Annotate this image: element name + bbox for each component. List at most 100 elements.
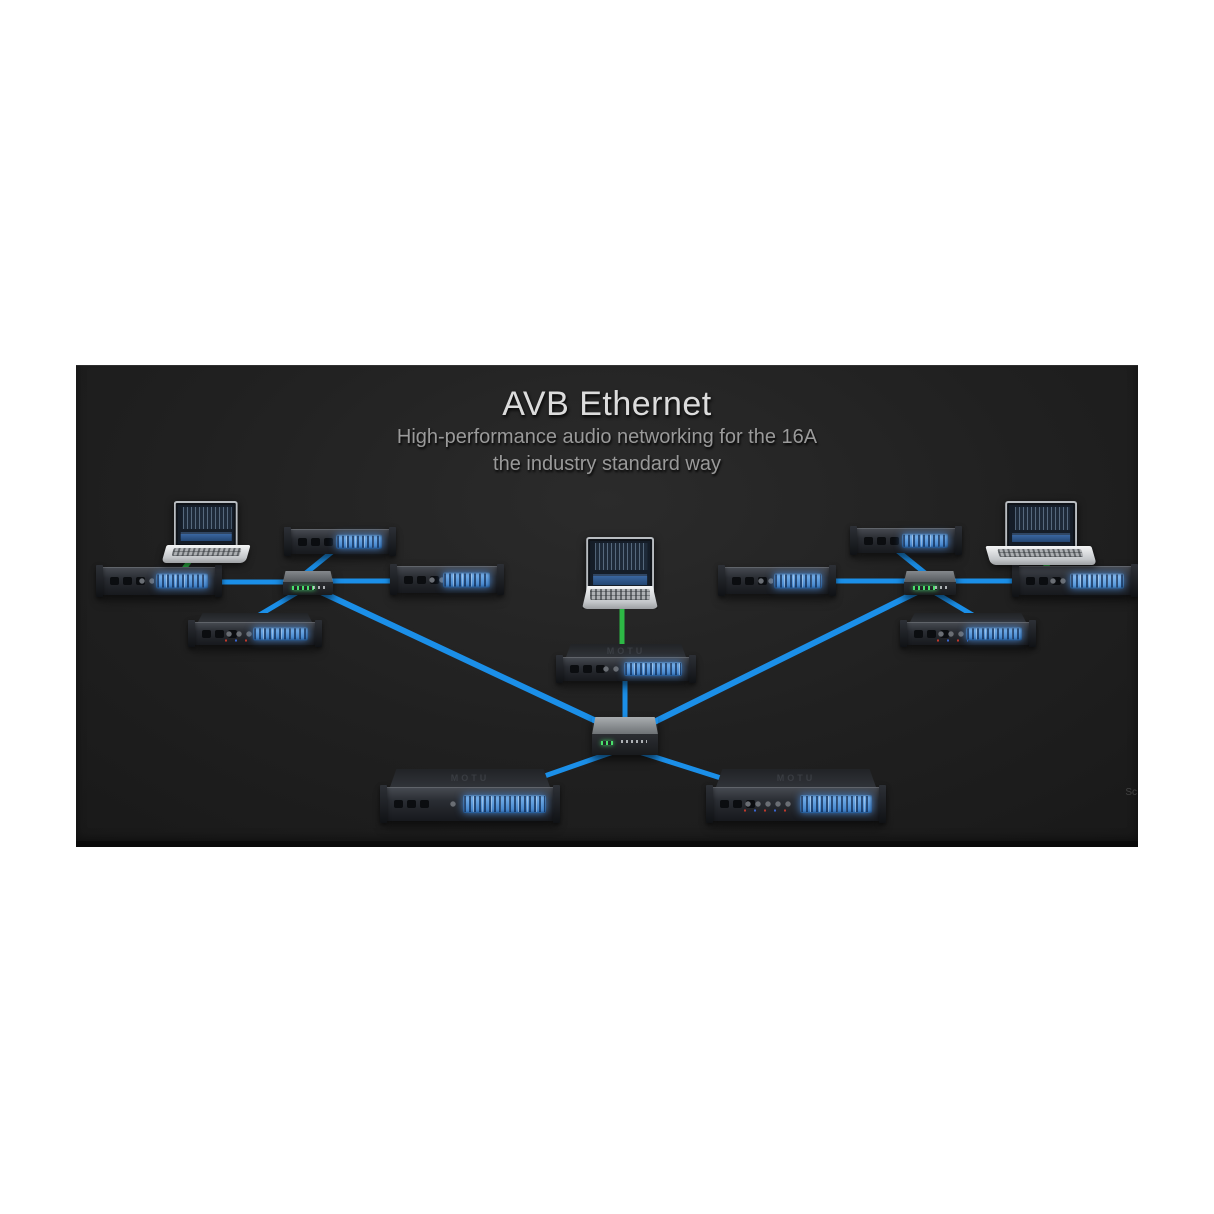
- lcd-meter-display: [463, 795, 546, 813]
- switch-top-surface: [283, 571, 333, 583]
- power-button: [914, 629, 923, 638]
- audio-interface-left-main: [96, 565, 222, 597]
- laptop-center-screen: [586, 537, 654, 593]
- lcd-meter-display: [623, 662, 682, 676]
- rack-top-surface: [198, 613, 312, 622]
- edge-watermark-fragment: Sc: [1125, 787, 1137, 798]
- rack-ear: [1012, 564, 1019, 597]
- power-button: [404, 575, 413, 584]
- audio-interface-left-right: [390, 564, 504, 595]
- power-button: [570, 665, 579, 673]
- keyboard-keys: [171, 547, 242, 556]
- power-button: [202, 629, 211, 638]
- knob-row: [937, 629, 968, 641]
- laptop-right-screen: [1005, 501, 1077, 550]
- audio-interface-left-top: [284, 527, 396, 556]
- switch-top-surface: [592, 717, 658, 735]
- keyboard-keys: [996, 549, 1084, 558]
- banner-subtitle-line2: the industry standard way: [493, 453, 721, 475]
- knob-row: [137, 576, 155, 586]
- audio-interface-right-left: [718, 565, 836, 596]
- lcd-meter-display: [443, 572, 490, 587]
- audio-interface-bottom-right: MOTU: [706, 769, 886, 823]
- laptop-center: [582, 537, 658, 609]
- lcd-meter-display: [252, 626, 308, 641]
- avb-cable-central-bottomright: [633, 748, 727, 782]
- avb-switch-left: [283, 571, 333, 595]
- switch-ports: [935, 586, 950, 590]
- laptop-left-screen: [173, 501, 239, 549]
- rack-ear: [1131, 564, 1138, 597]
- knob-row: [449, 799, 460, 809]
- power-button: [394, 800, 403, 808]
- switch-green-leds: [292, 586, 315, 591]
- lcd-meter-display: [965, 626, 1022, 641]
- rack-ear: [689, 655, 696, 683]
- lcd-meter-display: [799, 795, 872, 813]
- switch-green-leds: [601, 741, 614, 746]
- lcd-meter-display: [773, 573, 822, 588]
- laptop-right: [985, 501, 1097, 565]
- lcd-meter-display: [336, 534, 382, 549]
- avb-switch-right: [904, 571, 956, 595]
- audio-software-window: [590, 541, 650, 589]
- keyboard-keys: [589, 589, 651, 600]
- knob-row: [427, 575, 443, 584]
- audio-interface-center: MOTU: [556, 644, 696, 683]
- rack-ear: [215, 565, 222, 597]
- rack-ear: [718, 565, 725, 596]
- audio-interface-left-bottom: [188, 613, 322, 647]
- rack-ear: [497, 564, 504, 595]
- rack-ear: [829, 565, 836, 596]
- brand-embossed-label: MOTU: [776, 773, 816, 783]
- rack-ear: [188, 620, 195, 647]
- power-button: [110, 577, 119, 585]
- switch-green-leds: [913, 586, 938, 591]
- knob-row: [224, 629, 256, 641]
- avb-cable-switchR-central: [639, 588, 922, 731]
- switch-front-panel: [904, 582, 956, 595]
- laptop-center-keyboard-deck: [582, 585, 658, 609]
- knob-row: [757, 576, 773, 585]
- rack-ear: [879, 785, 886, 823]
- rack-ear: [706, 785, 713, 823]
- rack-ear: [389, 527, 396, 556]
- switch-ports: [621, 740, 648, 744]
- audio-software-window: [177, 505, 235, 545]
- rack-ear: [390, 564, 397, 595]
- audio-interface-right-bottom: [900, 613, 1036, 647]
- power-button: [1026, 576, 1035, 585]
- switch-front-panel: [592, 734, 658, 755]
- power-button: [732, 576, 741, 585]
- rack-top-surface: MOTU: [716, 769, 876, 787]
- avb-cable-r4-switchR: [931, 589, 979, 620]
- audio-interface-right-main: [1012, 564, 1138, 597]
- power-button: [298, 537, 307, 546]
- rack-ear: [96, 565, 103, 597]
- rack-top-surface: [910, 613, 1026, 622]
- rack-top-surface: MOTU: [566, 644, 686, 657]
- rack-ear: [380, 785, 387, 823]
- banner-title: AVB Ethernet: [502, 385, 712, 423]
- switch-ports: [313, 586, 327, 590]
- rack-ear: [284, 527, 291, 556]
- brand-embossed-label: MOTU: [450, 773, 490, 783]
- switch-front-panel: [283, 582, 333, 595]
- power-button: [864, 536, 873, 545]
- switch-top-surface: [904, 571, 956, 583]
- rack-ear: [553, 785, 560, 823]
- avb-ethernet-banner: AVB Ethernet High-performance audio netw…: [76, 365, 1138, 847]
- avb-cable-switchL-central: [316, 588, 614, 731]
- avb-cable-central-bottomleft: [533, 748, 619, 782]
- avb-cable-l4-switchL: [253, 589, 301, 620]
- audio-software-window: [1009, 505, 1073, 546]
- rack-ear: [900, 620, 907, 647]
- lcd-meter-display: [1069, 573, 1124, 588]
- lcd-meter-display: [902, 533, 948, 548]
- rack-ear: [955, 526, 962, 555]
- laptop-right-keyboard-deck: [985, 546, 1097, 565]
- audio-interface-right-top: [850, 526, 962, 555]
- rack-ear: [315, 620, 322, 647]
- avb-switch-central: [592, 717, 658, 755]
- laptop-left: [161, 501, 251, 563]
